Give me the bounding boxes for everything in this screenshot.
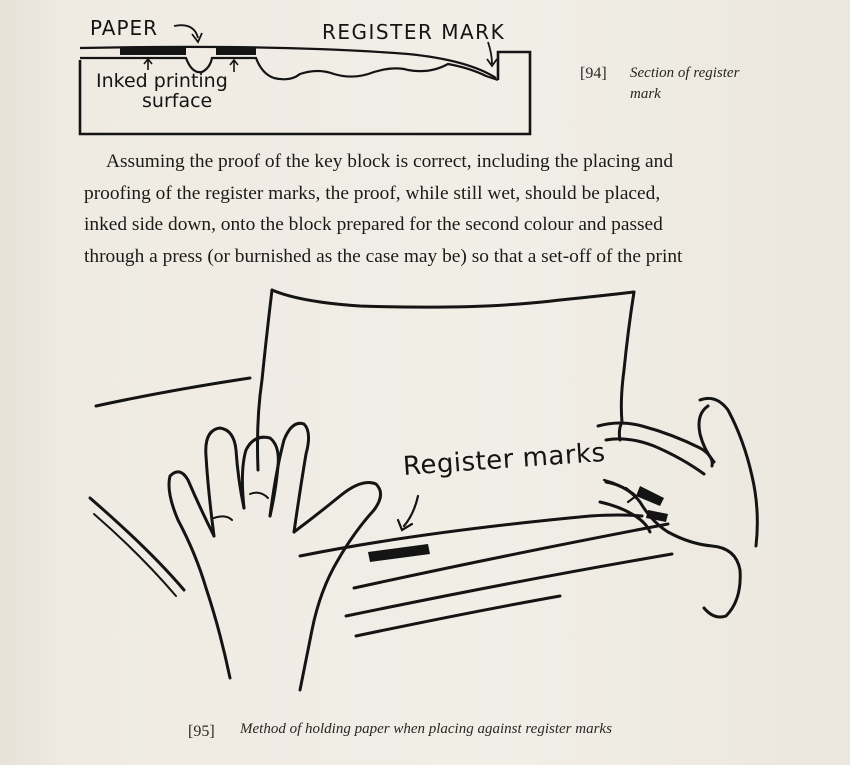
body-line: inked side down, onto the block prepared… — [84, 214, 663, 235]
paper-bottom-edge — [298, 513, 644, 558]
body-line: through a press (or burnished as the cas… — [84, 245, 683, 267]
label-arrow-left — [402, 494, 420, 528]
figure-95-hands-illustration: Register marks — [0, 270, 850, 710]
label-paper: PAPER — [90, 16, 159, 40]
register-mark-section-drawing — [78, 24, 532, 136]
figure-94-caption: Section of register mark — [630, 65, 740, 102]
paper-left-edge — [256, 288, 274, 472]
figure-95-number: [95] — [188, 723, 215, 740]
figure-95-caption: Method of holding paper when placing aga… — [240, 721, 612, 737]
hands-holding-paper-drawing — [88, 288, 759, 692]
label-surface: surface — [142, 90, 213, 112]
paper-top-edge — [270, 288, 636, 309]
body-paragraph: Assuming the proof of the key block is c… — [84, 146, 774, 272]
body-line: proofing of the register marks, the proo… — [84, 182, 661, 204]
inked-surface-bar — [120, 48, 186, 55]
block-edge-left — [94, 376, 252, 408]
figure-94-number: [94] — [580, 65, 607, 82]
register-mark-left — [368, 544, 430, 562]
inked-surface-bar — [216, 48, 256, 55]
body-line: Assuming the proof of the key block is c… — [106, 151, 674, 172]
figure-94-section-diagram: PAPER REGISTER MARK Inked printing surfa… — [78, 8, 538, 136]
register-mark-right — [636, 486, 664, 506]
paper-right-edge — [617, 290, 636, 442]
label-inked-printing: Inked printing — [96, 70, 228, 92]
label-register-mark: REGISTER MARK — [322, 20, 506, 44]
